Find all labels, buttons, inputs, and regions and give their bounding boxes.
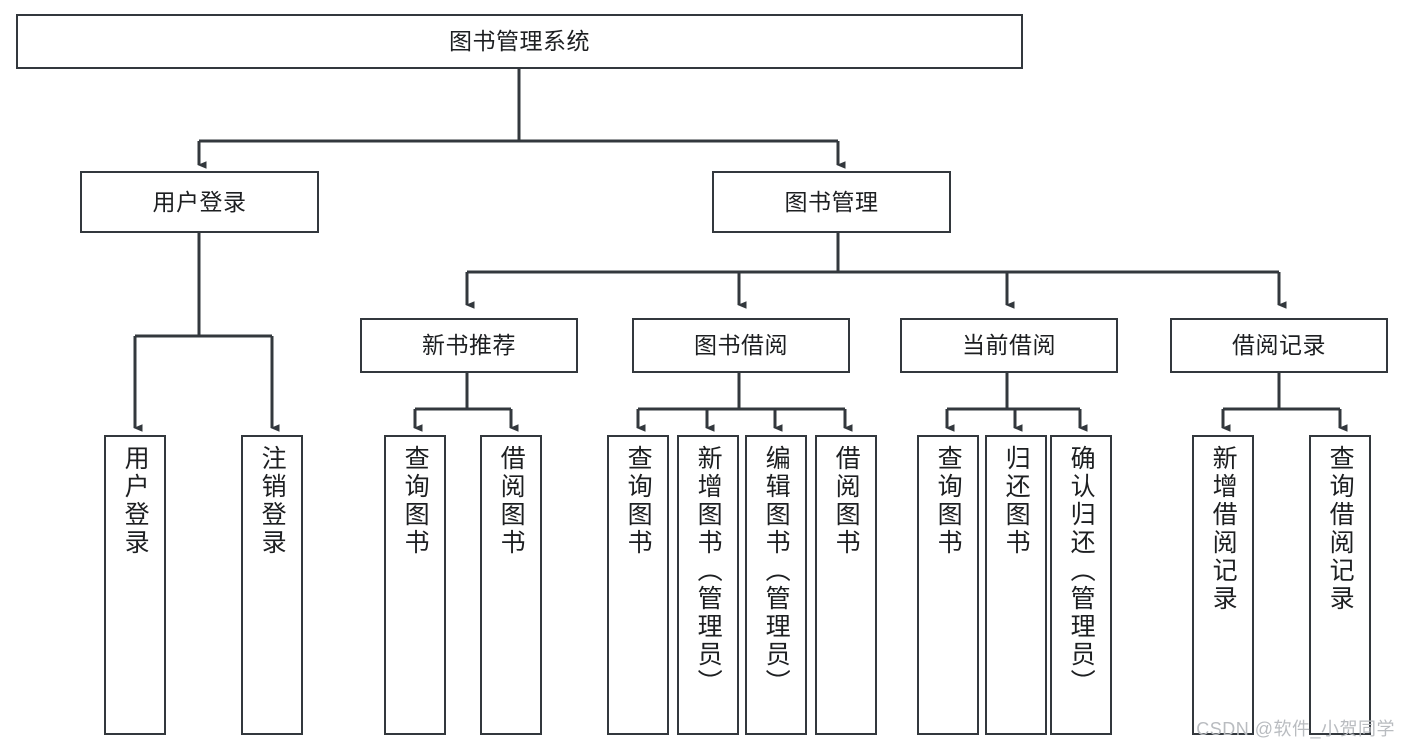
node-leaf-user-logout[interactable]: 注销登录 (241, 435, 303, 735)
node-leaf-add-book-label: 新增图书（管理员） (694, 445, 723, 697)
node-leaf-confirm-return-label: 确认归还（管理员） (1067, 445, 1096, 697)
node-leaf-add-record[interactable]: 新增借阅记录 (1192, 435, 1254, 735)
node-leaf-borrow-book-2-label: 借阅图书 (832, 445, 861, 557)
node-user-login[interactable]: 用户登录 (80, 171, 319, 233)
node-leaf-query-book-1[interactable]: 查询图书 (384, 435, 446, 735)
node-root-label: 图书管理系统 (449, 28, 590, 55)
node-new-book-recommend-label: 新书推荐 (422, 332, 516, 359)
node-leaf-edit-book-label: 编辑图书（管理员） (762, 445, 791, 697)
node-leaf-borrow-book-1[interactable]: 借阅图书 (480, 435, 542, 735)
node-borrow-record[interactable]: 借阅记录 (1170, 318, 1388, 373)
node-book-borrow[interactable]: 图书借阅 (632, 318, 850, 373)
node-book-manage-label: 图书管理 (784, 188, 879, 215)
node-book-borrow-label: 图书借阅 (694, 332, 788, 359)
node-leaf-add-book[interactable]: 新增图书（管理员） (677, 435, 739, 735)
node-borrow-record-label: 借阅记录 (1232, 332, 1326, 359)
node-leaf-return-book[interactable]: 归还图书 (985, 435, 1047, 735)
node-book-manage[interactable]: 图书管理 (712, 171, 951, 233)
watermark: CSDN @软件_小贺同学 (1196, 719, 1395, 739)
node-leaf-query-book-1-label: 查询图书 (401, 445, 430, 557)
node-root[interactable]: 图书管理系统 (16, 14, 1023, 69)
node-leaf-query-book-2-label: 查询图书 (624, 445, 653, 557)
node-leaf-edit-book[interactable]: 编辑图书（管理员） (745, 435, 807, 735)
node-leaf-query-book-2[interactable]: 查询图书 (607, 435, 669, 735)
node-leaf-query-record-label: 查询借阅记录 (1326, 445, 1355, 613)
node-leaf-user-login[interactable]: 用户登录 (104, 435, 166, 735)
node-leaf-query-book-3-label: 查询图书 (934, 445, 963, 557)
node-leaf-borrow-book-1-label: 借阅图书 (497, 445, 526, 557)
node-leaf-user-login-label: 用户登录 (121, 445, 150, 557)
node-leaf-query-book-3[interactable]: 查询图书 (917, 435, 979, 735)
node-user-login-label: 用户登录 (152, 188, 247, 215)
node-leaf-borrow-book-2[interactable]: 借阅图书 (815, 435, 877, 735)
node-new-book-recommend[interactable]: 新书推荐 (360, 318, 578, 373)
node-leaf-user-logout-label: 注销登录 (258, 445, 287, 557)
node-leaf-query-record[interactable]: 查询借阅记录 (1309, 435, 1371, 735)
node-current-borrow-label: 当前借阅 (962, 332, 1056, 359)
node-leaf-add-record-label: 新增借阅记录 (1209, 445, 1238, 613)
node-leaf-confirm-return[interactable]: 确认归还（管理员） (1050, 435, 1112, 735)
node-current-borrow[interactable]: 当前借阅 (900, 318, 1118, 373)
node-leaf-return-book-label: 归还图书 (1002, 445, 1031, 557)
